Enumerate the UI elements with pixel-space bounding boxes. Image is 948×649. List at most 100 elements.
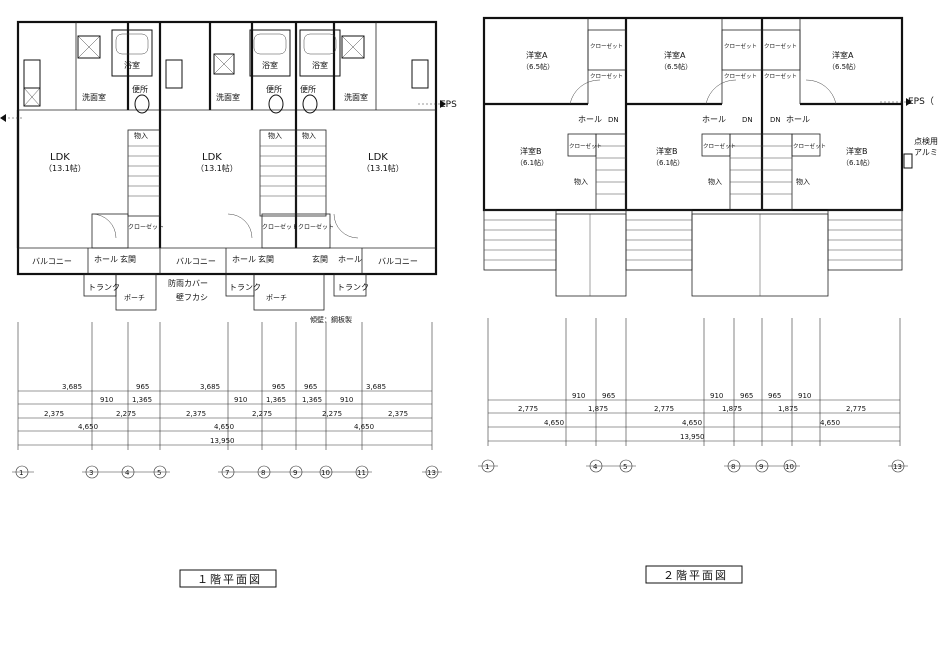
floor2-outer-wall [482,16,904,212]
floor2-closet-1: クローゼット [590,42,623,50]
floor1-grid-1: 1 [19,469,23,477]
floor1-grid-11: 11 [357,469,366,477]
floor2-western-b-3: 洋室B [846,146,868,156]
floor2-hall-1: ホール [578,115,602,124]
floor1-grid-5: 5 [157,469,161,477]
floor2-dim-r3-b: 1,875 [588,405,608,413]
floor1-storage-1: 物入 [134,131,148,140]
floor1-dim-r2-b: 1,365 [132,396,152,404]
floor2-dim-r3-c: 2,775 [654,405,674,413]
floor1-dim-r3-e: 2,275 [322,410,342,418]
floor1-grid-10: 10 [321,469,330,477]
floor1-dim-r1-f: 3,685 [366,383,386,391]
floor2-closet-2: クローゼット [590,72,623,80]
floor2-western-a-area-1: （6.5帖） [522,62,554,71]
floor1-grid-13: 13 [427,469,436,477]
floor2-grid-8: 8 [731,463,735,471]
floor2-dim-r2-f: 910 [798,392,811,400]
floor1-ldk-center: LDK [202,152,222,163]
floor2-grid-13: 13 [893,463,902,471]
floor1-trunk-1: トランク [88,283,120,292]
floor1-grid-bubbles: 1 3 4 5 7 8 9 10 11 13 [12,465,442,479]
floor2-closet-8: クローゼット [703,142,736,150]
floor1-dim-r1-b: 965 [136,383,149,391]
floor1-dim-r2-f: 910 [340,396,353,404]
floor2-closet-3: クローゼット [724,42,757,50]
floor1-ldk-right: LDK [368,152,388,163]
floor2-western-b-2: 洋室B [656,146,678,156]
floor2-plan [482,16,913,297]
floor1-grid-4: 4 [125,469,130,477]
floor1-trunk-2: トランク [229,283,261,292]
floor2-grid-bubbles: 1 4 5 8 9 10 13 [478,459,908,473]
floor2-closet-4: クローゼット [724,72,757,80]
floor2-dn-3: DN [608,116,619,124]
floor1-entrance-3: 玄関 [312,254,328,264]
floor2-grid-9: 9 [759,463,763,471]
floor1-porch-2: ポーチ [266,294,287,302]
floor1-dim-r1-e: 965 [304,383,317,391]
floor1-dim-r2-c: 910 [234,396,247,404]
floor2-storage-3: 物入 [796,177,810,186]
floor1-bath-3: 浴室 [312,60,328,70]
floor1-dim-r2-e: 1,365 [302,396,322,404]
floor2-closet-6: クローゼット [764,72,797,80]
floor1-grid-3: 3 [89,469,93,477]
floor2-western-b-area-3: （6.1帖） [842,158,874,167]
floor1-note-wall-cover: 壁フカシ [176,292,208,302]
floor2-dim-r3-d: 1,875 [722,405,742,413]
floor1-storage-3: 物入 [302,131,316,140]
floor2-note-inspection: 点検用 [914,136,938,146]
floor1-dim-r3-b: 2,275 [116,410,136,418]
floor1-note-wall-steel: 傾壁：鋼板製 [310,315,352,324]
floor2-western-b-area-2: （6.1帖） [652,158,684,167]
floor1-hall-3: ホール [338,255,362,264]
floor1-balcony-2: バルコニー [176,257,216,266]
floor2-hall-3: ホール [786,115,810,124]
floor2-dim-r2-a: 910 [572,392,585,400]
floor2-grid-10: 10 [785,463,794,471]
floor1-dim-r4-b: 4,650 [214,423,234,431]
floor1-grid-7: 7 [225,469,229,477]
floor2-dim-r4-a: 4,650 [544,419,564,427]
floor2-storage-2: 物入 [708,177,722,186]
floor1-balcony-3: バルコニー [378,257,418,266]
floor2-dim-r4-b: 4,650 [682,419,702,427]
floor1-dim-r3-c: 2,375 [186,410,206,418]
floor1-dim-r1-c: 3,685 [200,383,220,391]
floor2-closet-9: クローゼット [793,142,826,150]
floor1-dim-r2-a: 910 [100,396,113,404]
floor2-western-a-area-2: （6.5帖） [660,62,692,71]
floor2-closet-7: クローゼット [569,142,602,150]
floor2-grid-5: 5 [623,463,627,471]
floor1-closet-3: クローゼット [298,223,334,231]
floor1-toilet-3: 便所 [300,84,316,94]
floor1-dim-r4-c: 4,650 [354,423,374,431]
floor1-dim-r3-f: 2,375 [388,410,408,418]
floor1-entrance-1: 玄関 [120,254,136,264]
floor1-dim-total: 13,950 [210,437,235,445]
floor1-toilet-1: 便所 [132,84,148,94]
floor1-dim-r2-d: 1,365 [266,396,286,404]
floor1-toilet-2: 便所 [266,84,282,94]
floor1-dim-r1-d: 965 [272,383,285,391]
floor2-western-a-area-3: （6.5帖） [828,62,860,71]
floor1-ldk-area-center: （13.1帖） [196,163,238,173]
floor1-dim-r1-a: 3,685 [62,383,82,391]
floor1-washroom-1: 洗面室 [82,92,106,102]
floor2-hall-2: ホール [702,115,726,124]
floor2-western-a-2: 洋室A [664,50,686,60]
floor1-note-rain-cover: 防雨カバー [168,278,208,288]
floor2-western-a-1: 洋室A [526,50,548,60]
floor2-dn-2: DN [770,116,781,124]
floor2-dim-r4-c: 4,650 [820,419,840,427]
floor2-storage-1: 物入 [574,177,588,186]
floor1-grid-8: 8 [261,469,265,477]
floor1-hall-1: ホール [94,255,118,264]
floor2-dim-r3-a: 2,775 [518,405,538,413]
floor1-porch-1: ポーチ [124,294,145,302]
floor1-dim-r3-a: 2,375 [44,410,64,418]
floor2-title: ２階平面図 [663,568,728,582]
floor1-entrance-2: 玄関 [258,254,274,264]
